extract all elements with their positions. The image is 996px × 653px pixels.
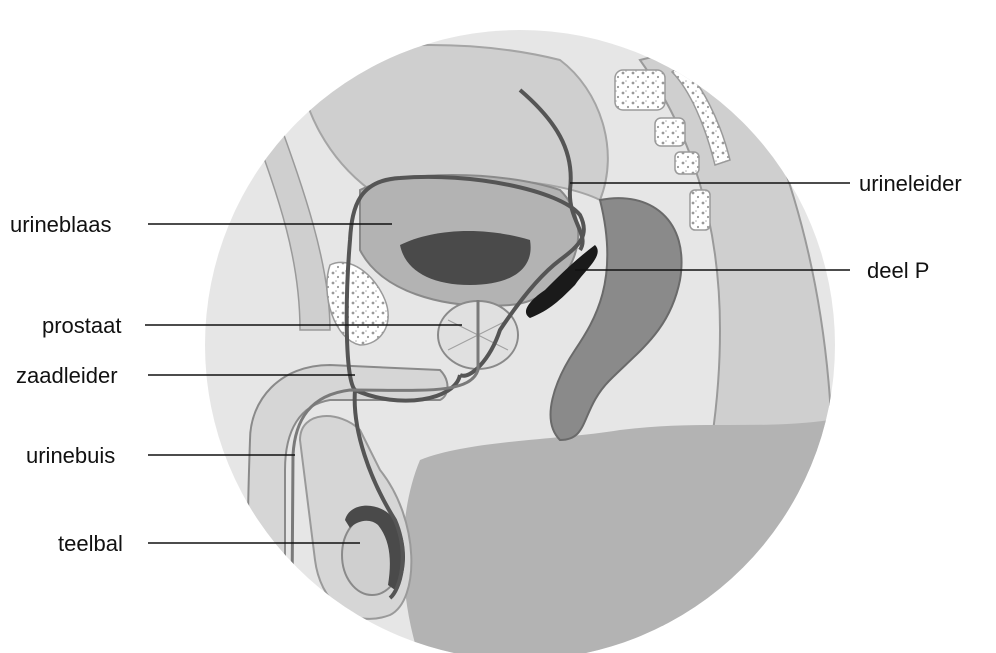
lower-body-mass — [403, 420, 830, 653]
label-urinebuis: urinebuis — [26, 443, 115, 468]
label-deel-p: deel P — [867, 258, 929, 283]
label-urineleider: urineleider — [859, 171, 962, 196]
label-urineblaas: urineblaas — [10, 212, 112, 237]
label-prostaat: prostaat — [42, 313, 122, 338]
label-teelbal: teelbal — [58, 531, 123, 556]
label-zaadleider: zaadleider — [16, 363, 118, 388]
